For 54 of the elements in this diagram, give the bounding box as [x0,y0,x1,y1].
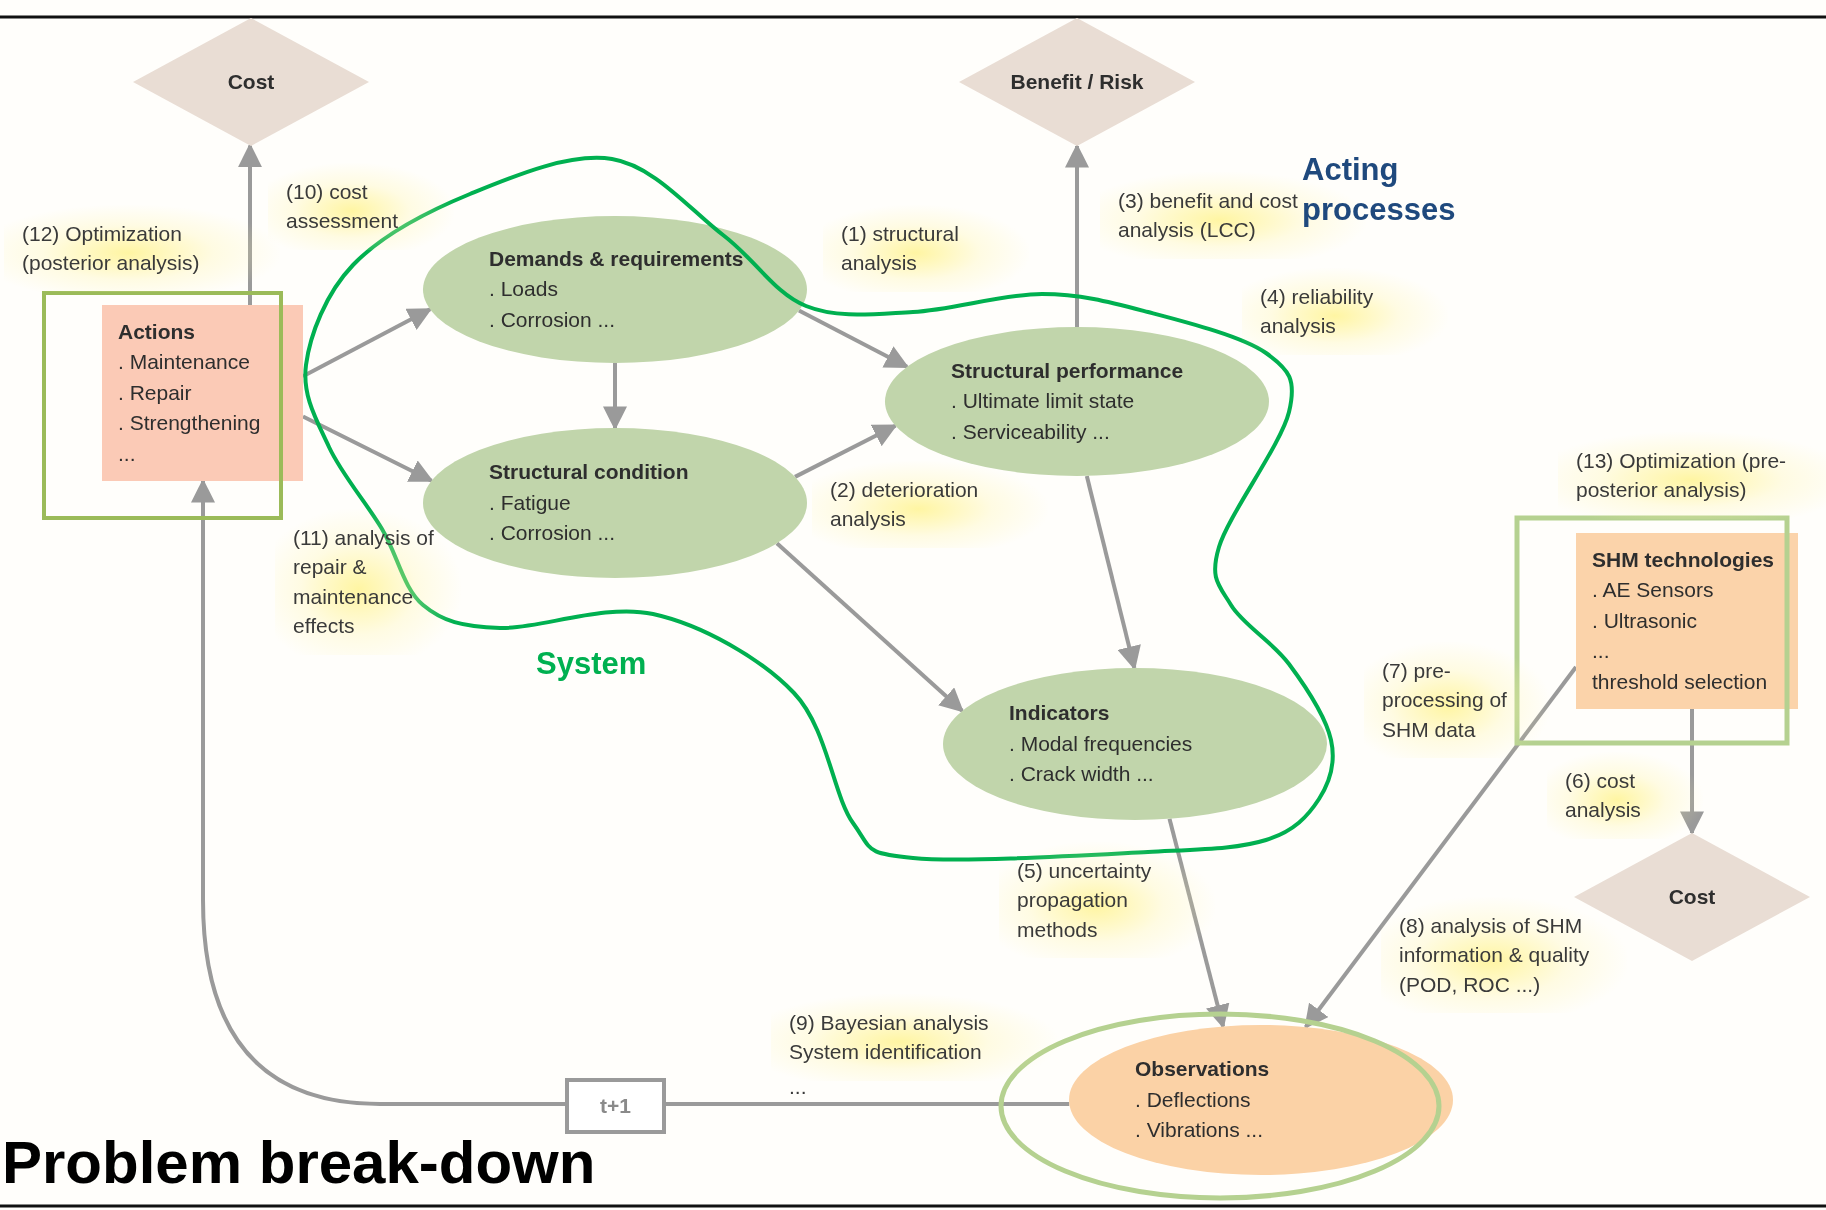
node-item: . Repair [118,379,193,406]
node-item: . Strengthening [118,410,261,437]
node-heading: Actions [118,318,196,345]
technology-box [1576,533,1798,709]
node-label: t+1 [600,1092,631,1119]
arrow [1084,475,1141,671]
arrow [775,541,964,713]
outcome-diamond [959,18,1195,146]
node-item: . Deflections [1135,1086,1252,1113]
node-item: . Fatigue [489,489,572,516]
time-step-box [567,1080,664,1132]
node-item: . AE Sensors [1592,577,1715,604]
node-heading: Indicators [1009,700,1111,727]
node-item: . Ultimate limit state [951,388,1136,415]
arrow [1680,709,1704,836]
observation-ellipse [1069,1025,1453,1175]
node-heading: SHM technologies [1592,546,1775,573]
node-item: ... [1592,638,1611,665]
region-label: Acting processes [1302,151,1457,230]
action-box [102,305,303,481]
state-ellipse [423,216,807,363]
arrow [797,308,910,369]
node-heading: Observations [1135,1056,1270,1083]
arrow [1304,665,1578,1029]
arrow [238,143,262,305]
node-heading: Demands & requirements [489,245,744,272]
node-item: . Maintenance [118,349,251,376]
region-label: System [536,645,648,683]
node-item: ... [118,440,137,467]
state-ellipse [943,668,1327,820]
node-label: Cost [227,68,275,95]
node-item: . Serviceability ... [951,418,1111,445]
node-heading: Structural performance [951,357,1184,384]
node-item: . Corrosion ... [489,306,617,333]
arrow [603,363,627,431]
arrow [1167,818,1230,1029]
process-label: (13) Optimization (pre-posterior analysis) [1558,432,1826,519]
cost-diamond [133,18,369,146]
process-label: (10) cost assessment [268,163,454,250]
node-item: . Crack width ... [1009,761,1155,788]
arrow [1065,143,1089,327]
arrow [794,423,898,479]
node-label: Benefit / Risk [1010,68,1144,95]
title: Problem break-down [2,1128,596,1197]
node-label: Cost [1668,883,1716,910]
node-item: . Loads [489,276,559,303]
process-label: (7) pre-processing of SHM data [1364,642,1550,759]
arrow [302,414,434,483]
node-item: . Vibrations ... [1135,1117,1264,1144]
node-item: . Modal frequencies [1009,730,1193,757]
node-heading: Structural condition [489,459,689,486]
node-item: . Corrosion ... [489,520,617,547]
node-item: . Ultrasonic [1592,607,1699,634]
node-item: threshold selection [1592,668,1769,695]
